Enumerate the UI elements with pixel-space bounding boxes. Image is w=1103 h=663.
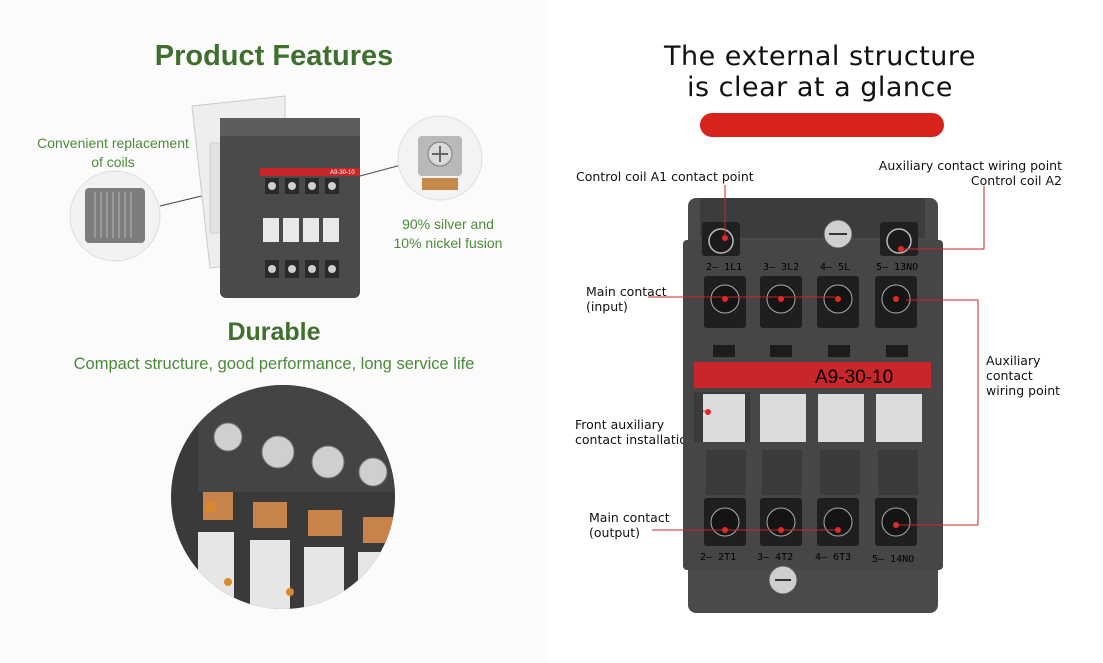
contactor-body bbox=[220, 118, 360, 298]
callout-front-aux-line1: Front auxiliary bbox=[575, 417, 665, 432]
callout-main-contact-input: Main contact (input) bbox=[586, 284, 667, 314]
terminal-label-top-1: 2– 1L1 bbox=[706, 262, 742, 273]
callout-front-aux-contact: Front auxiliary contact installation bbox=[575, 417, 695, 447]
callout-aux-contact-right: Auxiliary contact wiring point bbox=[986, 353, 1060, 398]
terminal-label-bottom-3: 4– 6T3 bbox=[815, 552, 851, 563]
coil-label-line1: Convenient replacement bbox=[37, 135, 189, 151]
main-output-terminals bbox=[704, 498, 917, 546]
structure-title-line1: The external structure bbox=[663, 41, 976, 72]
callout-control-coil-a1: Control coil A1 contact point bbox=[576, 169, 754, 184]
structure-title-line2: is clear at a glance bbox=[687, 72, 953, 103]
callout-aux-contact-top: Auxiliary contact wiring point Control c… bbox=[860, 158, 1062, 188]
durable-subtitle: Compact structure, good performance, lon… bbox=[73, 355, 475, 373]
callout-main-output-line1: Main contact bbox=[589, 510, 670, 525]
callout-aux-right-line1: Auxiliary bbox=[986, 353, 1041, 368]
callout-aux-right-line2: contact bbox=[986, 368, 1033, 383]
terminal-label-bottom-1: 2– 2T1 bbox=[700, 552, 736, 563]
callout-points bbox=[705, 235, 904, 533]
callout-main-contact-output: Main contact (output) bbox=[589, 510, 670, 540]
small-model-text: A9-30-10 bbox=[330, 170, 355, 176]
coil-replacement-label: Convenient replacement of coils bbox=[30, 134, 196, 172]
red-label-strip bbox=[260, 168, 360, 176]
callout-aux-right-line3: wiring point bbox=[986, 383, 1061, 398]
contactor-product-image: A9-30-10 bbox=[69, 95, 483, 298]
callout-leader-lines bbox=[648, 185, 985, 531]
callout-main-input-line2: (input) bbox=[586, 299, 628, 314]
silver-nickel-label: 90% silver and 10% nickel fusion bbox=[378, 215, 518, 253]
aux-contact-blocks bbox=[694, 392, 922, 442]
callout-aux-top-line1: Auxiliary contact wiring point bbox=[878, 158, 1062, 173]
model-label: A9-30-10 bbox=[815, 367, 893, 388]
silver-label-line1: 90% silver and bbox=[402, 216, 494, 232]
product-features-title: Product Features bbox=[154, 40, 394, 72]
terminal-label-bottom-2: 3– 4T2 bbox=[757, 552, 793, 563]
callout-front-aux-line2: contact installation bbox=[575, 432, 695, 447]
callout-aux-top-line2: Control coil A2 bbox=[970, 173, 1062, 188]
model-label-strip bbox=[694, 362, 931, 388]
callout-main-output-line2: (output) bbox=[589, 525, 640, 540]
red-accent-bar bbox=[700, 113, 944, 137]
durable-zoom-image bbox=[171, 385, 395, 609]
terminal-label-top-4: 5– 13NO bbox=[876, 262, 918, 273]
terminal-label-top-3: 4– 5L bbox=[820, 262, 850, 273]
silver-label-line2: 10% nickel fusion bbox=[393, 235, 503, 251]
terminal-label-top-2: 3– 3L2 bbox=[763, 262, 799, 273]
callout-main-input-line1: Main contact bbox=[586, 284, 667, 299]
durable-title: Durable bbox=[227, 318, 321, 346]
coil-label-line2: of coils bbox=[91, 154, 135, 170]
coil-terminals-top bbox=[702, 219, 918, 256]
terminal-label-bottom-4: 5– 14NO bbox=[872, 554, 914, 565]
